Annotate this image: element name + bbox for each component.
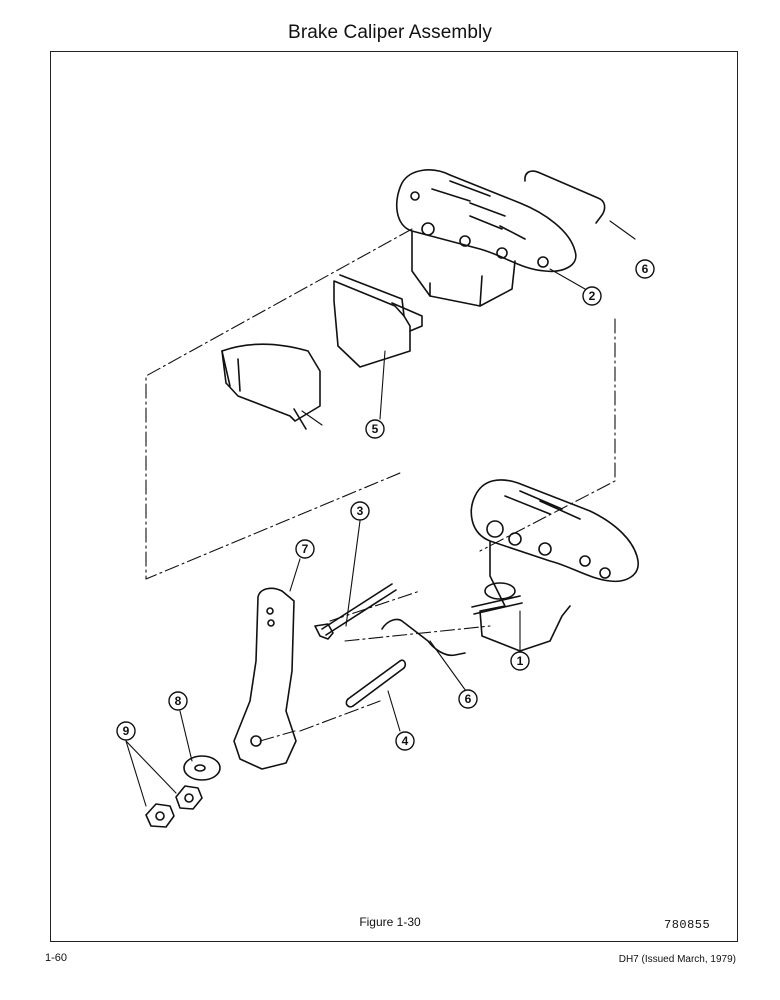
clip-pin-upper [524, 170, 606, 224]
callout-2: 2 [582, 286, 602, 306]
bolt [314, 583, 523, 640]
svg-text:8: 8 [175, 694, 182, 708]
issue-line: DH7 (Issued March, 1979) [618, 954, 736, 965]
upper-caliper-half [395, 169, 577, 307]
svg-text:6: 6 [465, 692, 472, 706]
callout-6-lower: 6 [458, 689, 478, 709]
svg-text:6: 6 [642, 262, 649, 276]
alignment-lines [145, 228, 616, 742]
callout-7: 7 [295, 539, 315, 559]
callout-1: 1 [510, 651, 530, 671]
svg-text:4: 4 [402, 734, 409, 748]
washer [183, 755, 221, 781]
clip-pin-lower [381, 618, 466, 657]
svg-text:2: 2 [589, 289, 596, 303]
exploded-diagram: 1 2 3 4 5 6 6 7 8 9 [116, 169, 655, 828]
svg-text:1: 1 [517, 654, 524, 668]
svg-text:5: 5 [372, 422, 379, 436]
brake-pad-front [333, 274, 423, 368]
page-number: 1-60 [45, 952, 68, 964]
callout-4: 4 [395, 731, 415, 751]
callout-6-upper: 6 [635, 259, 655, 279]
callout-8: 8 [168, 691, 188, 711]
lever-arm [233, 587, 297, 770]
figure-frame [50, 51, 738, 942]
callout-9: 9 [116, 721, 136, 741]
leader-lines [125, 220, 636, 807]
callout-5: 5 [365, 419, 385, 439]
figure-caption: Figure 1-30 [359, 915, 421, 929]
callout-markers: 1 2 3 4 5 6 6 7 8 9 [116, 259, 655, 751]
page-title: Brake Caliper Assembly [288, 22, 492, 43]
lower-caliper-half [470, 479, 639, 652]
brake-pad-rear [221, 343, 321, 430]
svg-text:7: 7 [302, 542, 309, 556]
nuts [145, 785, 203, 828]
roll-pin [345, 659, 407, 708]
svg-text:3: 3 [357, 504, 364, 518]
svg-text:9: 9 [123, 724, 130, 738]
drawing-code: 780855 [664, 918, 711, 932]
callout-3: 3 [350, 501, 370, 521]
